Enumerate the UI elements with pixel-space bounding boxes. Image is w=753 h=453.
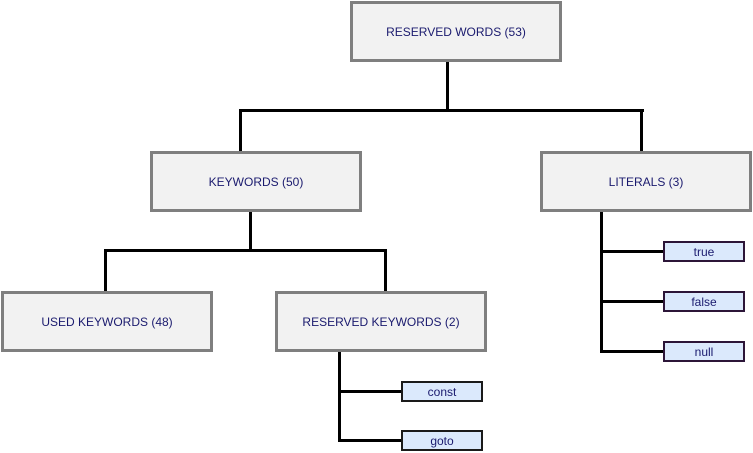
connector-to-used-keywords — [104, 249, 107, 291]
node-reserved-keywords-label: RESERVED KEYWORDS (2) — [302, 314, 460, 329]
node-keywords: KEYWORDS (50) — [150, 151, 362, 212]
connector-literals-trunk — [600, 212, 603, 353]
node-reserved-words-label: RESERVED WORDS (53) — [386, 24, 526, 39]
leaf-true-label: true — [693, 244, 715, 259]
leaf-false: false — [663, 291, 745, 312]
node-used-keywords-label: USED KEYWORDS (48) — [41, 314, 173, 329]
node-used-keywords: USED KEYWORDS (48) — [1, 291, 213, 352]
leaf-true: true — [663, 241, 745, 262]
node-literals: LITERALS (3) — [540, 151, 752, 212]
leaf-const-label: const — [427, 384, 457, 399]
leaf-null: null — [663, 341, 745, 362]
connector-reserved-trunk — [338, 352, 341, 442]
node-keywords-label: KEYWORDS (50) — [208, 174, 304, 189]
connector-to-reserved-keywords — [384, 249, 387, 291]
connector-to-false — [600, 300, 664, 303]
leaf-goto: goto — [401, 430, 483, 451]
connector-level1-bar — [239, 109, 644, 112]
leaf-false-label: false — [691, 294, 717, 309]
connector-to-true — [600, 250, 664, 253]
connector-to-literals — [640, 109, 643, 151]
leaf-goto-label: goto — [430, 433, 454, 448]
connector-root-trunk — [446, 62, 449, 111]
leaf-null-label: null — [694, 344, 714, 359]
connector-to-goto — [338, 439, 402, 442]
connector-to-null — [600, 350, 664, 353]
connector-keywords-trunk — [249, 212, 252, 252]
connector-to-const — [338, 390, 402, 393]
connector-to-keywords — [239, 109, 242, 151]
node-literals-label: LITERALS (3) — [608, 174, 684, 189]
connector-level2-bar — [104, 249, 387, 252]
leaf-const: const — [401, 381, 483, 402]
node-reserved-words: RESERVED WORDS (53) — [350, 1, 562, 62]
node-reserved-keywords: RESERVED KEYWORDS (2) — [275, 291, 487, 352]
